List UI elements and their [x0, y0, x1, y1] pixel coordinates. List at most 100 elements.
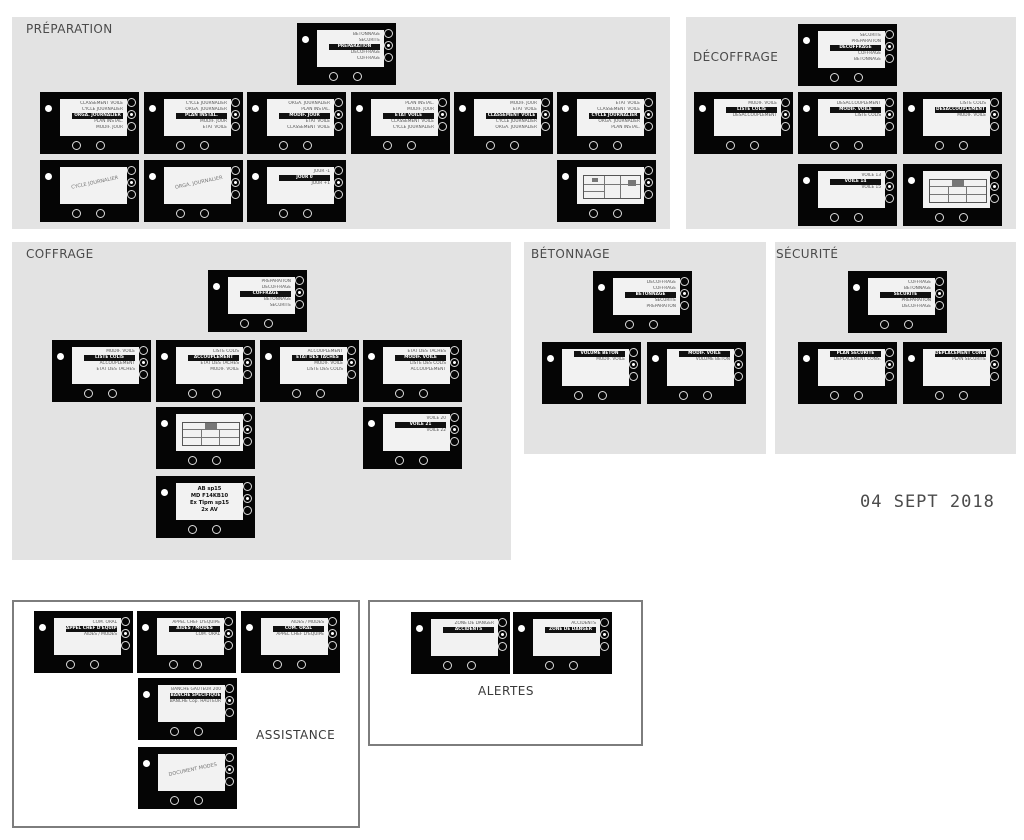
side-button-up-icon[interactable]	[139, 346, 148, 355]
side-button-up-icon[interactable]	[680, 277, 689, 286]
menu-item[interactable]: ÉTAT VOILE	[615, 101, 640, 106]
menu-item-selected[interactable]: MODIF. JOUR	[279, 113, 330, 119]
bottom-right-button-icon[interactable]	[959, 213, 968, 222]
side-button-down-icon[interactable]	[680, 301, 689, 310]
side-button-down-icon[interactable]	[990, 372, 999, 381]
bottom-right-button-icon[interactable]	[419, 389, 428, 398]
menu-item[interactable]: JOUR -1	[313, 169, 330, 174]
rotary-knob-icon[interactable]	[39, 624, 46, 631]
side-button-up-icon[interactable]	[990, 98, 999, 107]
bottom-right-button-icon[interactable]	[96, 141, 105, 150]
side-button-ok-icon[interactable]	[347, 358, 356, 367]
menu-item[interactable]: ÉTAT DES TACHES	[96, 367, 135, 372]
side-button-ok-icon[interactable]	[885, 182, 894, 191]
menu-item[interactable]: MODIF. VOILE	[596, 357, 625, 362]
rotary-knob-icon[interactable]	[265, 353, 272, 360]
menu-item[interactable]: VOILE 13	[861, 173, 881, 178]
side-button-up-icon[interactable]	[644, 166, 653, 175]
rotary-knob-icon[interactable]	[149, 105, 156, 112]
side-button-ok-icon[interactable]	[935, 289, 944, 298]
side-button-down-icon[interactable]	[231, 122, 240, 131]
side-button-up-icon[interactable]	[328, 617, 337, 626]
menu-item[interactable]: DÉCOFFRAGE	[261, 285, 291, 290]
menu-item[interactable]: MODIF. VOILE	[210, 367, 239, 372]
bottom-left-button-icon[interactable]	[170, 727, 179, 736]
bottom-left-button-icon[interactable]	[830, 213, 839, 222]
menu-item[interactable]: DÉPLACEMENT CONS.	[833, 357, 881, 362]
side-button-down-icon[interactable]	[935, 301, 944, 310]
bottom-left-button-icon[interactable]	[84, 389, 93, 398]
rotary-knob-icon[interactable]	[368, 353, 375, 360]
side-button-up-icon[interactable]	[935, 277, 944, 286]
menu-item[interactable]: DÉCOFFRAGE	[350, 50, 380, 55]
rotary-knob-icon[interactable]	[547, 355, 554, 362]
menu-item[interactable]: CLASSEMENT VOILE	[287, 125, 330, 130]
bottom-left-button-icon[interactable]	[169, 660, 178, 669]
bottom-right-button-icon[interactable]	[854, 391, 863, 400]
menu-item[interactable]: AIDES / MODES	[84, 632, 117, 637]
menu-item[interactable]: LISTE COLIS	[855, 113, 881, 118]
side-button-ok-icon[interactable]	[231, 178, 240, 187]
bottom-left-button-icon[interactable]	[395, 456, 404, 465]
menu-item-selected[interactable]: PRÉPARATION	[329, 44, 380, 50]
side-button-up-icon[interactable]	[885, 30, 894, 39]
menu-item[interactable]: LISTE COLIS	[213, 349, 239, 354]
bottom-right-button-icon[interactable]	[303, 141, 312, 150]
side-button-ok-icon[interactable]	[127, 110, 136, 119]
bottom-right-button-icon[interactable]	[750, 141, 759, 150]
menu-item[interactable]: COFFRAGE	[652, 286, 676, 291]
bottom-left-button-icon[interactable]	[170, 796, 179, 805]
menu-item[interactable]: VOLUME BÉTON	[695, 357, 730, 362]
bottom-left-button-icon[interactable]	[935, 213, 944, 222]
side-button-down-icon[interactable]	[644, 190, 653, 199]
menu-item-selected[interactable]: ACCOUPLEMENT	[188, 355, 239, 361]
side-button-ok-icon[interactable]	[243, 358, 252, 367]
bottom-left-button-icon[interactable]	[395, 389, 404, 398]
menu-item[interactable]: ACCOUPLEMENT	[99, 361, 135, 366]
side-button-ok-icon[interactable]	[225, 696, 234, 705]
menu-item-selected[interactable]: CYCLE JOURNALIER	[589, 113, 640, 119]
menu-item[interactable]: LISTE DES COLIS	[410, 361, 446, 366]
side-button-ok-icon[interactable]	[231, 110, 240, 119]
menu-item-selected[interactable]: ORGA. JOURNALIER	[72, 113, 123, 119]
side-button-ok-icon[interactable]	[450, 358, 459, 367]
side-button-down-icon[interactable]	[885, 372, 894, 381]
menu-item[interactable]: CLASSEMENT VOILE	[597, 107, 640, 112]
side-button-down-icon[interactable]	[139, 370, 148, 379]
side-button-down-icon[interactable]	[295, 300, 304, 309]
bottom-left-button-icon[interactable]	[830, 391, 839, 400]
menu-item-selected[interactable]: DÉSACCOUPLEMENT	[935, 107, 986, 113]
menu-item[interactable]: SÉCURITÉ	[269, 303, 291, 308]
bottom-left-button-icon[interactable]	[188, 456, 197, 465]
side-button-up-icon[interactable]	[885, 98, 894, 107]
bottom-right-button-icon[interactable]	[90, 660, 99, 669]
menu-item-selected[interactable]: BANCHE SPÉCIFIQUE	[170, 693, 221, 699]
side-button-down-icon[interactable]	[600, 642, 609, 651]
menu-item[interactable]: DÉCOFFRAGE	[646, 280, 676, 285]
menu-item[interactable]: ACCOUPLEMENT	[410, 367, 446, 372]
menu-item[interactable]: ÉTAT VOILE	[202, 125, 227, 130]
side-button-down-icon[interactable]	[328, 641, 337, 650]
menu-item[interactable]: BÉTONNAGE	[903, 286, 931, 291]
menu-item[interactable]: BÉTONNAGE	[263, 297, 291, 302]
bottom-right-button-icon[interactable]	[316, 389, 325, 398]
rotary-knob-icon[interactable]	[699, 105, 706, 112]
bottom-left-button-icon[interactable]	[486, 141, 495, 150]
bottom-left-button-icon[interactable]	[279, 141, 288, 150]
menu-item[interactable]: VOILE 20	[426, 416, 446, 421]
bottom-right-button-icon[interactable]	[200, 209, 209, 218]
bottom-left-button-icon[interactable]	[188, 525, 197, 534]
bottom-left-button-icon[interactable]	[880, 320, 889, 329]
side-button-up-icon[interactable]	[334, 98, 343, 107]
menu-item[interactable]: MODIF. VOILE	[748, 101, 777, 106]
rotary-knob-icon[interactable]	[45, 105, 52, 112]
menu-item[interactable]: PLAN SÉCURITÉ	[952, 357, 986, 362]
bottom-left-button-icon[interactable]	[589, 141, 598, 150]
rotary-knob-icon[interactable]	[803, 105, 810, 112]
side-button-ok-icon[interactable]	[644, 110, 653, 119]
bottom-right-button-icon[interactable]	[649, 320, 658, 329]
menu-item-selected[interactable]: COM. ORAL	[273, 626, 324, 632]
side-button-ok-icon[interactable]	[121, 629, 130, 638]
menu-item-selected[interactable]: LISTE COLIS	[726, 107, 777, 113]
bottom-left-button-icon[interactable]	[830, 141, 839, 150]
